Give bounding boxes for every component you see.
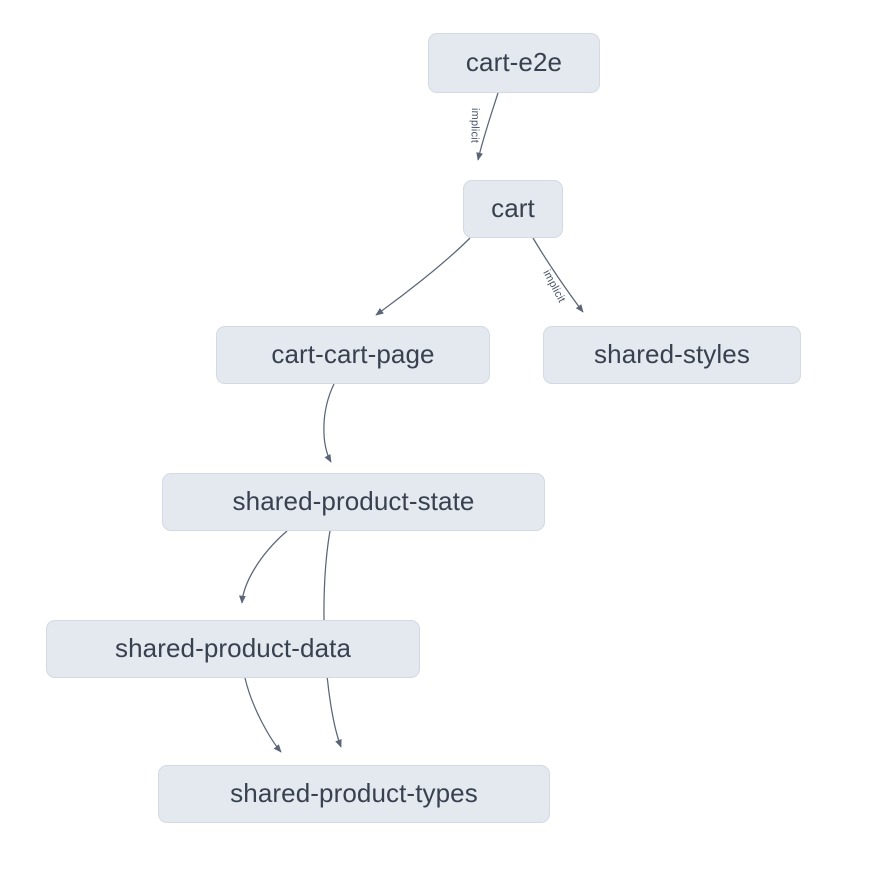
graph-node-label: cart-e2e <box>465 47 563 77</box>
graph-node-label: shared-product-state <box>232 486 475 516</box>
graph-node-shared-product-data[interactable]: shared-product-data <box>46 620 420 678</box>
edge-label-cart-e2e-to-cart: implicit <box>468 107 481 144</box>
graph-node-label: cart-cart-page <box>271 339 435 369</box>
edge-cart-cart-page-to-shared-product-state <box>323 383 335 463</box>
edge-cart-to-cart-cart-page <box>375 237 471 316</box>
edge-cart-to-shared-styles <box>532 237 584 313</box>
edge-shared-product-data-to-shared-product-types <box>244 677 282 753</box>
graph-node-shared-styles[interactable]: shared-styles <box>543 326 801 384</box>
graph-node-label: shared-product-types <box>230 778 478 808</box>
graph-node-cart-e2e[interactable]: cart-e2e <box>428 33 600 93</box>
graph-node-shared-product-types[interactable]: shared-product-types <box>158 765 550 823</box>
edge-shared-product-state-to-shared-product-data <box>239 530 288 604</box>
graph-node-shared-product-state[interactable]: shared-product-state <box>162 473 545 531</box>
graph-node-label: shared-styles <box>594 339 750 369</box>
edge-cart-e2e-to-cart <box>476 92 499 161</box>
graph-node-cart-cart-page[interactable]: cart-cart-page <box>216 326 490 384</box>
graph-node-label: shared-product-data <box>114 633 352 663</box>
graph-node-cart[interactable]: cart <box>463 180 563 238</box>
graph-node-label: cart <box>491 193 535 223</box>
